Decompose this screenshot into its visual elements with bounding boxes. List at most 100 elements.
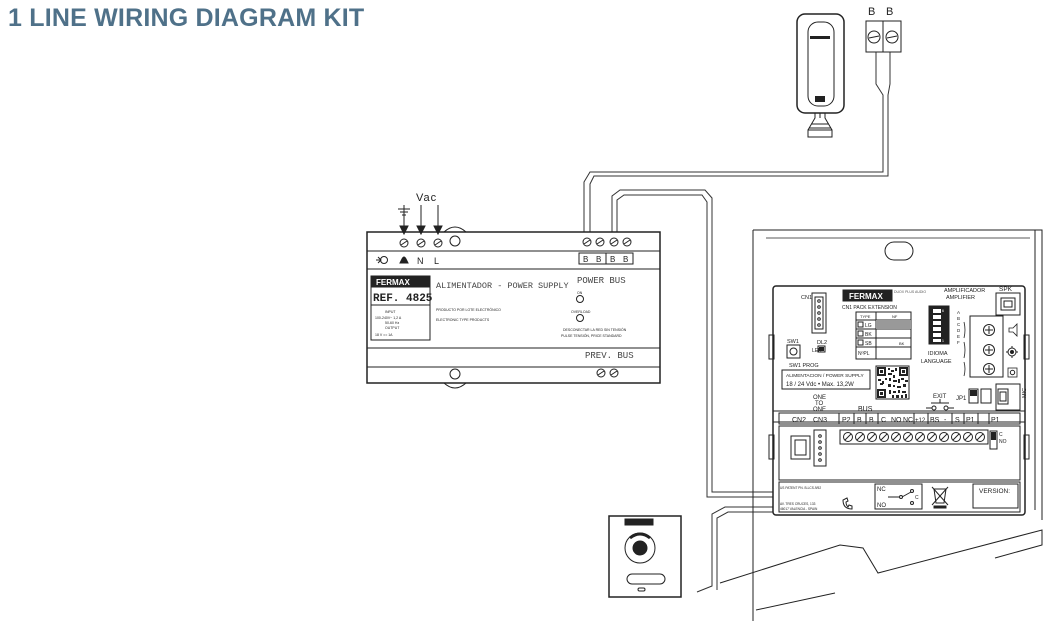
ps-bus-label-2: B (596, 255, 601, 264)
amp-small-2: AV. TRES CRUCES, 133 (780, 502, 816, 506)
amp-dip-6: 6 (942, 309, 944, 313)
amp-mic: MIC (1022, 388, 1028, 398)
ps-spec-2: 100-240V~ 1,2 A (375, 316, 402, 320)
ps-overload: OVERLOAD (571, 310, 591, 314)
cn2-connector (790, 435, 811, 460)
version-box (972, 483, 1019, 509)
ps-bus-label-3: B (610, 255, 615, 264)
amp-sw1-prog: SW1 PROG (789, 363, 819, 369)
amp-duox: DUOX PLUS AUDIO (894, 290, 926, 294)
gear-icon (1006, 346, 1018, 358)
telephone-wire (583, 52, 891, 234)
vac-label: Vac (416, 192, 437, 204)
ps-spec-3: 50-60 Hz (385, 321, 399, 325)
power-supply (366, 226, 661, 389)
amp-abc-c: C (957, 322, 961, 327)
ps-right-2: PULSE TENSIÓN, PRICE STANDARD (561, 333, 622, 338)
amp-alim-2: 18 / 24 Vdc • Max. 13,2W (786, 382, 854, 388)
amp-bus: BUS (858, 406, 873, 413)
amp-brand: FERMAX (849, 292, 883, 301)
strip-p1a: P1 (966, 417, 975, 424)
strip-p1b: P1 (991, 417, 1000, 424)
jp1-jumper (968, 388, 992, 404)
amp-dl2: DL2 (817, 340, 827, 346)
amp-idioma: IDIOMA (928, 351, 948, 357)
amp-one-2: ONE (813, 407, 826, 413)
amp-version: VERSION: (979, 488, 1010, 495)
amplifier-board (768, 285, 1030, 516)
speaker-terminal-block (963, 315, 1004, 378)
recycle-bin-icon (931, 486, 949, 509)
amp-abc-e: E (957, 334, 960, 339)
telephone-terminal-block (865, 20, 902, 53)
amp-small-1: US PATENT PN. B-LCS-9/52 (780, 486, 821, 490)
telephone-icon (796, 13, 845, 138)
ps-right-1: DESCONECTAR LA RED SIN TENSIÓN (563, 327, 627, 332)
ps-l-label: L (434, 256, 439, 266)
camera-icon (1007, 367, 1018, 378)
amp-sw-no: NO (999, 439, 1007, 445)
mains-input-arrows (399, 205, 443, 236)
ps-brand: FERMAX (376, 278, 410, 287)
strip-c: C (881, 417, 886, 424)
c-no-switch (989, 430, 998, 450)
spk-connector (995, 292, 1021, 316)
amp-pack-sb: SB (865, 341, 872, 347)
strip-p2: P2 (842, 417, 851, 424)
amp-jp1: JP1 (956, 396, 967, 402)
strip-minus: - (944, 417, 947, 424)
ps-bus-label-1: B (583, 255, 588, 264)
monitor-housing (719, 229, 1043, 621)
amp-dip-1: 1 (942, 339, 944, 343)
amp-one: ONE (813, 395, 826, 401)
amp-abc-d: D (957, 328, 961, 333)
amp-amplifier-es: AMPLIFICADOR (944, 288, 985, 294)
amp-abc-b: B (957, 316, 960, 321)
ps-spec-5: 18 V == 1A (375, 333, 393, 337)
amp-cn1-pack: CN1 PACK EXTENSION (842, 305, 897, 311)
ps-n-label: N (417, 256, 424, 266)
ps-spec-1: INPUT (385, 310, 396, 314)
amp-amplifier-en: AMPLIFIER (946, 295, 975, 301)
amp-relay-c: C (915, 495, 919, 501)
telephone-icon (842, 497, 853, 510)
speaker-icon (1008, 323, 1018, 337)
amp-spk: SPK (999, 286, 1013, 293)
bell-icon (399, 256, 409, 264)
amp-pack-bk: BK (865, 332, 872, 338)
terminal-strip-header (778, 412, 1021, 425)
door-panel (608, 515, 682, 598)
amp-pack-type: TYPE (860, 314, 871, 319)
amp-to: TO (815, 401, 824, 407)
amp-relay-no: NO (877, 503, 886, 509)
ground-icon (398, 208, 410, 216)
ps-bus-label-4: B (623, 255, 628, 264)
amp-led: LED (812, 348, 822, 354)
ps-spec-4: OUTPUT (385, 326, 400, 330)
amp-exit: EXIT (933, 394, 947, 400)
strip-nc: NC (903, 417, 913, 424)
amp-abc-a: A (957, 310, 960, 315)
amp-alim-1: ALIMENTACION / POWER SUPPLY (786, 373, 864, 379)
strip-s: S (955, 417, 960, 424)
strip-no: NO (891, 417, 902, 424)
ps-ref: REF. 4825 (373, 293, 433, 305)
amp-pack-lg: LG (865, 323, 872, 329)
page-title: 1 LINE WIRING DIAGRAM KIT (8, 4, 365, 32)
exit-button-symbol (926, 399, 954, 411)
amp-small-3: 46017 VALENCIA - SPAIN (780, 507, 818, 511)
amp-pack-nf: NF (892, 314, 898, 319)
amp-abc-f: F (957, 340, 960, 345)
ps-name: ALIMENTADOR - POWER SUPPLY (436, 281, 569, 291)
ps-on: ON (577, 291, 583, 295)
strip-bs: BS (930, 417, 940, 424)
strip-cn3: CN3 (813, 417, 827, 424)
ps-mid-1: PRODUCTO POR LOTE ELECTRÓNICO (436, 307, 501, 312)
amp-relay-nc: NC (877, 487, 886, 493)
strip-12: +12 (915, 418, 926, 424)
amp-cn1: CN1 (801, 295, 812, 301)
ps-power-bus: POWER BUS (577, 276, 626, 286)
strip-b2: B (869, 417, 874, 424)
relay-icon (874, 483, 923, 510)
